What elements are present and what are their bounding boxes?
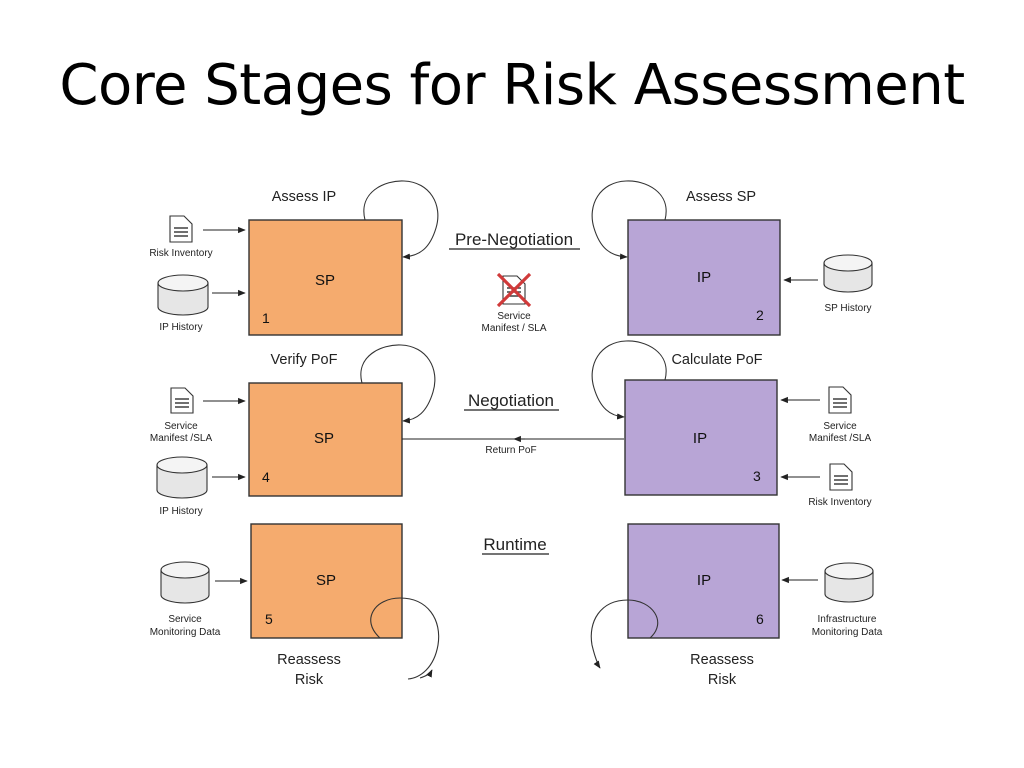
svg-text:Monitoring Data: Monitoring Data [812, 627, 883, 638]
sp-box [248, 219, 403, 336]
svg-text:Service: Service [168, 614, 202, 625]
sp-box [248, 382, 403, 497]
stage-number: 3 [753, 468, 761, 484]
svg-text:Return PoF: Return PoF [485, 445, 536, 456]
box-label: IP [697, 572, 711, 589]
input-ip-history-1: IP History [157, 274, 246, 333]
box-label: IP [697, 269, 711, 286]
svg-text:Runtime: Runtime [483, 535, 546, 554]
ip-box [627, 523, 780, 639]
input-sp-history: SP History [783, 254, 873, 314]
stage-label-line2: Risk [295, 672, 324, 688]
stage-label: Verify PoF [271, 352, 338, 368]
svg-text:Manifest /SLA: Manifest /SLA [809, 433, 872, 444]
svg-text:Manifest /SLA: Manifest /SLA [150, 433, 213, 444]
stage-5-reassess-sp: SP 5 Reassess Risk [250, 523, 440, 688]
stage-number: 5 [265, 611, 273, 627]
stage-number: 4 [262, 469, 270, 485]
ip-box [627, 219, 781, 336]
svg-text:IP History: IP History [159, 322, 202, 333]
ip-box [624, 379, 778, 496]
stage-2-assess-sp: Assess SP IP 2 [591, 180, 781, 336]
loop-arrow [360, 344, 436, 424]
database-icon [823, 254, 873, 293]
stage-label: Assess SP [686, 189, 756, 205]
input-risk-inventory-1: Risk Inventory [149, 215, 246, 259]
svg-text:Monitoring Data: Monitoring Data [150, 627, 221, 638]
stage-label-line1: Reassess [690, 652, 754, 668]
stage-4-verify-pof: Verify PoF SP 4 [248, 344, 436, 497]
svg-text:Pre-Negotiation: Pre-Negotiation [455, 230, 573, 249]
stage-number: 1 [262, 310, 270, 326]
box-label: IP [693, 430, 707, 447]
stage-number: 2 [756, 307, 764, 323]
database-icon [160, 561, 210, 604]
sp-box [250, 523, 403, 639]
document-icon [169, 215, 193, 243]
box-label: SP [315, 272, 335, 289]
document-icon [170, 387, 194, 414]
svg-text:Service: Service [164, 421, 198, 432]
input-service-manifest-3: Service Manifest /SLA [780, 386, 872, 444]
svg-text:Manifest / SLA: Manifest / SLA [481, 323, 546, 334]
input-ip-history-4: IP History [156, 456, 246, 517]
svg-text:Infrastructure: Infrastructure [818, 614, 877, 625]
input-service-monitoring: Service Monitoring Data [150, 561, 248, 638]
loop-arrow [591, 180, 667, 260]
database-icon [156, 456, 208, 499]
crossed-document-icon [496, 272, 532, 308]
input-infrastructure-monitoring: Infrastructure Monitoring Data [781, 562, 883, 638]
stage-label-line1: Reassess [277, 652, 341, 668]
svg-text:SP History: SP History [824, 303, 871, 314]
stage-3-calculate-pof: Calculate PoF IP 3 [591, 340, 778, 496]
document-icon [828, 386, 852, 414]
svg-text:Risk Inventory: Risk Inventory [808, 497, 871, 508]
stage-6-reassess-ip: IP 6 Reassess Risk [590, 523, 780, 688]
database-icon [157, 274, 209, 316]
stage-label: Calculate PoF [671, 352, 762, 368]
svg-text:Service: Service [823, 421, 857, 432]
blocked-service-manifest: Service Manifest / SLA [481, 272, 547, 334]
loop-arrow [591, 340, 667, 420]
svg-text:IP History: IP History [159, 506, 202, 517]
stage-1-assess-ip: Assess IP SP 1 [248, 180, 439, 336]
stage-label-line2: Risk [708, 672, 737, 688]
database-icon [824, 562, 874, 603]
loop-arrow [590, 599, 659, 669]
input-risk-inventory-3: Risk Inventory [780, 463, 872, 508]
box-label: SP [316, 572, 336, 589]
phase-runtime: Runtime [482, 535, 549, 555]
stage-number: 6 [756, 611, 764, 627]
return-pof-arrow: Return PoF [402, 435, 624, 456]
phase-negotiation: Negotiation [464, 391, 559, 411]
svg-text:Negotiation: Negotiation [468, 391, 554, 410]
svg-text:Service: Service [497, 311, 531, 322]
page-title: Core Stages for Risk Assessment [59, 53, 965, 118]
phase-pre-negotiation: Pre-Negotiation [449, 230, 580, 250]
stage-label: Assess IP [272, 189, 336, 205]
input-service-manifest-4: Service Manifest /SLA [150, 387, 246, 444]
loop-arrow [363, 180, 439, 260]
box-label: SP [314, 430, 334, 447]
document-icon [829, 463, 853, 491]
loop-arrow [370, 597, 440, 680]
svg-text:Risk Inventory: Risk Inventory [149, 248, 212, 259]
